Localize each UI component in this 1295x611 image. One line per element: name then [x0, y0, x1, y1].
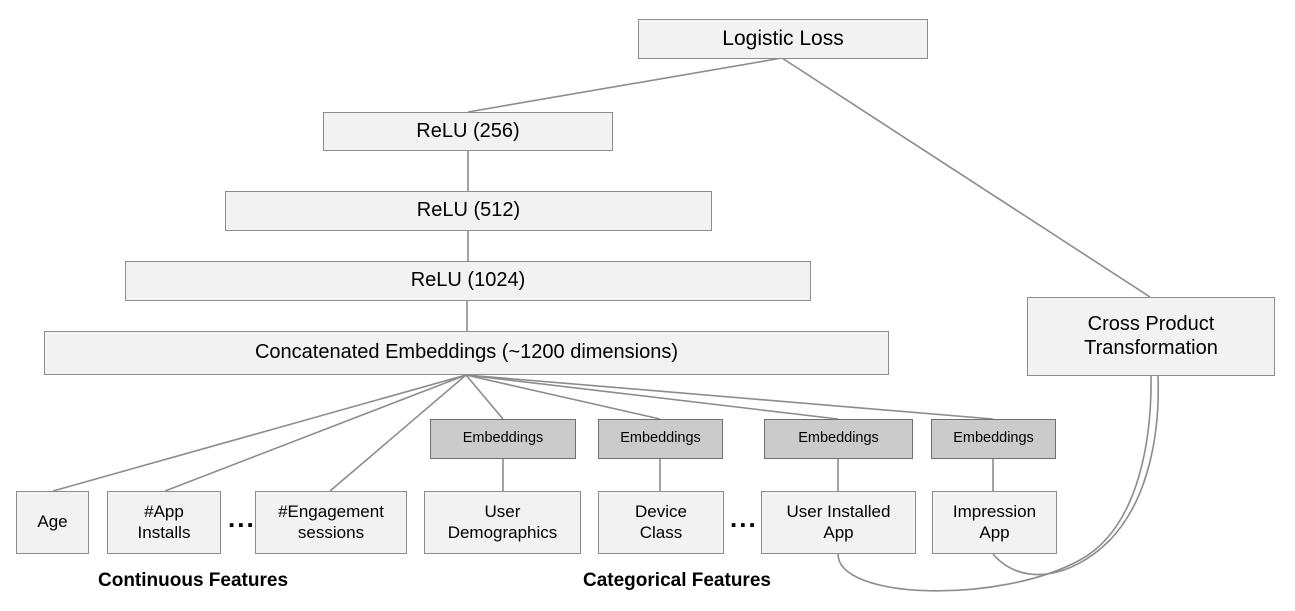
node-relu-512[interactable]: ReLU (512)	[225, 191, 712, 231]
node-relu-256[interactable]: ReLU (256)	[323, 112, 613, 151]
node-relu-1024[interactable]: ReLU (1024)	[125, 261, 811, 301]
edge-concat-to-age	[52, 374, 467, 492]
node-feature-device-class[interactable]: Device Class	[598, 491, 724, 554]
label-continuous-features: Continuous Features	[98, 570, 289, 591]
node-feature-impression-app[interactable]: Impression App	[932, 491, 1057, 554]
ellipsis-continuous-features: ...	[228, 503, 256, 533]
node-concatenated-embeddings[interactable]: Concatenated Embeddings (~1200 dimension…	[44, 331, 889, 375]
node-feature-user-installed-app[interactable]: User Installed App	[761, 491, 916, 554]
edge-user-installed-app-to-crossproduct	[837, 375, 1152, 592]
edge-concat-to-embeddings-1	[465, 374, 504, 420]
ellipsis-categorical-features: ...	[730, 503, 758, 533]
node-logistic-loss[interactable]: Logistic Loss	[638, 19, 928, 59]
node-feature-app-installs[interactable]: #App Installs	[107, 491, 221, 554]
edge-loss-to-crossproduct	[781, 57, 1151, 298]
edge-concat-to-embeddings-2	[465, 374, 661, 420]
node-embeddings-user-installed-app[interactable]: Embeddings	[764, 419, 913, 459]
node-feature-engagement-sessions[interactable]: #Engagement sessions	[255, 491, 407, 554]
node-embeddings-impression-app[interactable]: Embeddings	[931, 419, 1056, 459]
edge-concat-to-embeddings-4	[465, 374, 994, 420]
node-cross-product-transformation[interactable]: Cross Product Transformation	[1027, 297, 1275, 376]
edge-loss-to-relu256	[467, 57, 783, 113]
node-feature-user-demographics[interactable]: User Demographics	[424, 491, 581, 554]
node-embeddings-device-class[interactable]: Embeddings	[598, 419, 723, 459]
node-feature-age[interactable]: Age	[16, 491, 89, 554]
label-categorical-features: Categorical Features	[583, 570, 771, 591]
node-embeddings-user-demographics[interactable]: Embeddings	[430, 419, 576, 459]
edge-concat-to-app-installs	[164, 374, 467, 492]
edge-concat-to-embeddings-3	[465, 374, 839, 420]
